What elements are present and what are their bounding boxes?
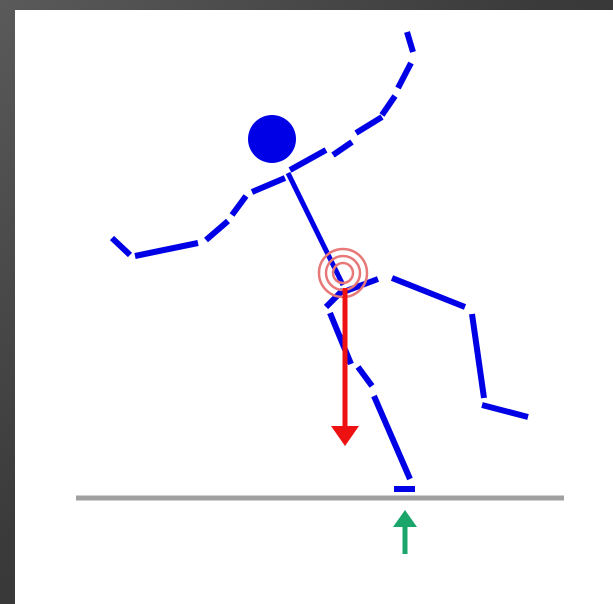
right-leg [346,278,528,417]
right-arm [290,32,413,170]
ground-reaction-arrow-icon [393,510,417,554]
left-arm [112,178,285,256]
gravity-arrow-icon [331,288,359,446]
stance-leg [326,290,415,489]
head-icon [248,115,296,163]
